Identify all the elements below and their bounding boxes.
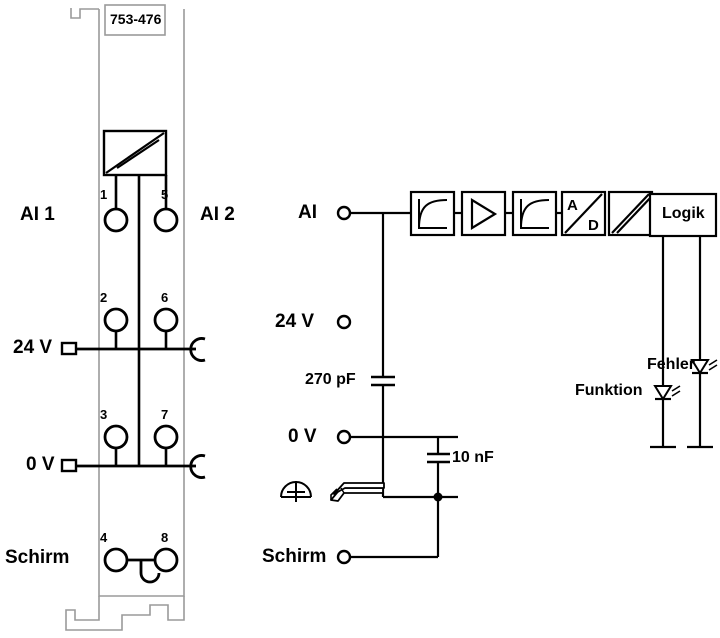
module-housing	[65, 4, 185, 631]
logic-block-label: Logik	[662, 205, 705, 222]
terminal-number-3: 3	[100, 407, 108, 422]
bus-contact-24v	[60, 341, 78, 356]
adc-block	[560, 190, 607, 237]
channel-label-ai1: AI 1	[20, 204, 55, 225]
terminal-number-5: 5	[161, 187, 169, 202]
terminal-number-1: 1	[100, 187, 108, 202]
filter-block-2	[511, 190, 558, 237]
din-rail-shield-clamp-icon	[330, 482, 385, 502]
terminal-number-4: 4	[100, 530, 108, 545]
ground-bus-0v	[60, 454, 206, 479]
part-number-label: 753-476	[110, 11, 162, 27]
module-label-schirm: Schirm	[5, 547, 70, 568]
terminal-6[interactable]	[153, 307, 179, 333]
shield-hook-icon	[139, 560, 161, 584]
adc-label-a: A	[567, 197, 578, 214]
earth-ground-icon	[280, 481, 312, 502]
terminal-number-2: 2	[100, 290, 108, 305]
logic-block	[648, 192, 718, 238]
terminal-4[interactable]	[103, 547, 129, 573]
module-label-0v: 0 V	[26, 454, 55, 475]
schematic-supply-terminal	[336, 314, 352, 330]
schematic-label-ai: AI	[298, 202, 317, 223]
terminal-3[interactable]	[103, 424, 129, 450]
led-branch-wiring	[650, 236, 713, 449]
module-internal-wiring	[114, 175, 168, 466]
schematic-ground-rail	[336, 429, 458, 454]
module-label-24v: 24 V	[13, 337, 53, 358]
supply-bus-24v	[60, 337, 206, 362]
schematic-label-schirm: Schirm	[262, 546, 327, 567]
capacitor-10nf	[427, 452, 450, 497]
amplifier-block	[460, 190, 507, 237]
part-number-box	[104, 4, 166, 36]
capacitor-value-10nf: 10 nF	[452, 449, 494, 466]
shield-terminal[interactable]	[336, 549, 352, 565]
terminal-2[interactable]	[103, 307, 129, 333]
shield-link-4-8	[127, 558, 161, 584]
capacitor-value-270pf: 270 pF	[305, 371, 356, 388]
module-isolation-block	[102, 129, 168, 177]
isolation-block	[607, 190, 654, 237]
module-body-outline	[98, 9, 185, 597]
led-fehler-symbol	[690, 359, 718, 375]
terminal-8[interactable]	[153, 547, 179, 573]
filter-block-1	[409, 190, 456, 237]
led-label-fehler: Fehler	[647, 356, 696, 373]
signal-chain	[409, 190, 718, 238]
bus-contact-0v	[60, 458, 78, 473]
module-foot-profile	[65, 596, 185, 631]
input-terminal-ai[interactable]	[336, 205, 352, 221]
schematic-input	[336, 205, 410, 377]
terminal-number-6: 6	[161, 290, 169, 305]
terminal-7[interactable]	[153, 424, 179, 450]
terminal-1[interactable]	[103, 207, 129, 233]
terminal-number-8: 8	[161, 530, 169, 545]
led-label-funktion: Funktion	[575, 382, 643, 399]
channel-label-ai2: AI 2	[200, 204, 235, 225]
module-top-notch	[70, 8, 99, 19]
schematic-label-0v: 0 V	[288, 426, 317, 447]
supply-terminal-24v[interactable]	[336, 314, 352, 330]
terminal-number-7: 7	[161, 407, 169, 422]
adc-label-d: D	[588, 217, 599, 234]
schematic-label-24v: 24 V	[275, 311, 315, 332]
led-funktion-symbol	[653, 385, 681, 401]
ground-terminal-0v[interactable]	[336, 429, 352, 445]
module-terminals	[103, 207, 179, 573]
capacitor-270pf	[371, 375, 395, 497]
shield-node-wiring	[336, 492, 458, 565]
terminal-5[interactable]	[153, 207, 179, 233]
